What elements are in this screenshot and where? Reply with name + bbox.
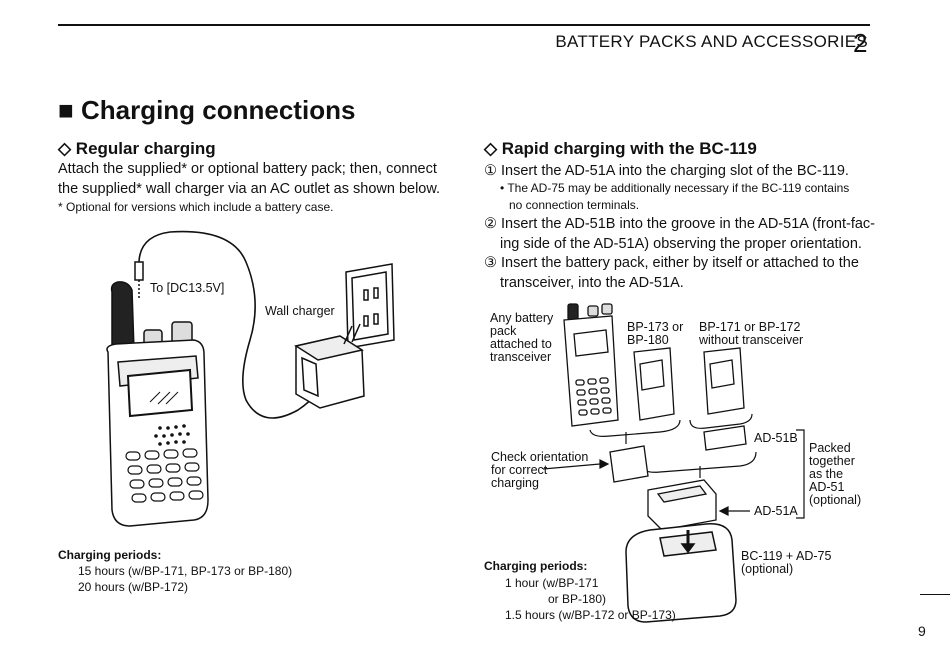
rapid-step-1: ① Insert the AD-51A into the charging sl… — [484, 163, 849, 179]
bp173-battery-illustration — [633, 347, 675, 421]
rapid-step-2-a: ② Insert the AD-51B into the groove in t… — [484, 216, 876, 232]
ad51a-label: AD-51A — [754, 504, 798, 518]
regular-charging-text-1: Attach the supplied* or optional battery… — [58, 161, 437, 177]
section-title-text: Charging connections — [80, 95, 356, 125]
regular-periods-heading: Charging periods: — [58, 548, 162, 562]
regular-charging-text-2: the supplied* wall charger via an AC out… — [58, 181, 441, 197]
bp173-label-line: BP-173 or — [627, 320, 684, 334]
rapid-step-3-a: ③ Insert the battery pack, either by its… — [484, 255, 859, 271]
rapid-period-1: 1 hour (w/BP-171 — [505, 576, 599, 590]
packed-label-line: together — [809, 454, 855, 468]
bp171-battery-illustration — [703, 347, 745, 415]
regular-charging-note: * Optional for versions which include a … — [58, 200, 334, 214]
bp171-label-line: BP-171 or BP-172 — [699, 320, 801, 334]
check-orientation-label: Check orientation for correct charging — [491, 451, 588, 490]
check-orientation-label-line: Check orientation — [491, 450, 589, 464]
packed-label-line: AD-51 — [809, 480, 845, 494]
bc119-charger-illustration — [625, 523, 737, 623]
any-battery-label-line: Any battery — [490, 311, 554, 325]
section-marker: ■ — [58, 95, 74, 125]
wall-outlet-illustration — [345, 263, 395, 349]
bp173-label-line: BP-180 — [627, 333, 669, 347]
charger-cable — [138, 230, 319, 419]
rapid-step-3-b: transceiver, into the AD-51A. — [500, 275, 684, 291]
packed-label-line: as the — [809, 467, 844, 481]
regular-period-1: 15 hours (w/BP-171, BP-173 or BP-180) — [78, 564, 293, 578]
section-title: ■ Charging connections — [58, 95, 355, 126]
any-battery-label-line: pack — [490, 324, 517, 338]
packed-label-line: (optional) — [809, 493, 862, 507]
wall-charger-label: Wall charger — [265, 304, 335, 318]
header-rule — [58, 24, 870, 26]
bc119-label: BC-119 + AD-75 (optional) — [741, 550, 831, 576]
rapid-charging-heading: ◇ Rapid charging with the BC-119 — [484, 139, 757, 158]
check-orientation-label-line: charging — [491, 476, 539, 490]
packed-together-label: Packed together as the AD-51 (optional) — [809, 442, 861, 507]
ad51a-adapter-illustration — [647, 479, 717, 531]
pointer-arrows — [542, 459, 750, 516]
chapter-number: 2 — [853, 28, 868, 58]
wall-charger-illustration — [294, 323, 365, 409]
transceiver-with-pack-illustration — [563, 303, 619, 427]
bc119-label-line: BC-119 + AD-75 — [741, 549, 832, 563]
rapid-step-2-b: ing side of the AD-51A) observing the pr… — [500, 236, 862, 252]
handheld-transceiver-illustration — [106, 261, 209, 527]
dc-jack-label: To [DC13.5V] — [150, 281, 225, 295]
any-battery-label-line: attached to — [490, 337, 552, 351]
chapter-title: BATTERY PACKS AND ACCESSORIES — [555, 32, 868, 51]
packed-bracket — [796, 429, 805, 519]
check-orientation-label-line: for correct — [491, 463, 548, 477]
rapid-step-1-note-a: • The AD-75 may be additionally necessar… — [500, 181, 850, 195]
regular-period-2: 20 hours (w/BP-172) — [78, 580, 189, 594]
footer-rule — [920, 594, 950, 595]
bc119-label-line: (optional) — [741, 562, 794, 576]
packed-label-line: Packed — [809, 441, 851, 455]
page-number: 9 — [918, 623, 926, 639]
rapid-period-2: or BP-180) — [548, 592, 607, 606]
bp171-label: BP-171 or BP-172 without transceiver — [699, 321, 803, 347]
regular-charging-heading: ◇ Regular charging — [58, 139, 216, 158]
ad51b-label: AD-51B — [754, 431, 798, 445]
any-battery-label: Any battery pack attached to transceiver — [490, 312, 553, 364]
rapid-periods-heading: Charging periods: — [484, 559, 588, 573]
ad51b-adapter-illustration — [609, 425, 747, 483]
rapid-step-1-note-b: no connection terminals. — [509, 198, 640, 212]
bp171-label-line: without transceiver — [699, 333, 804, 347]
rapid-period-3: 1.5 hours (w/BP-172 or BP-173) — [505, 608, 676, 622]
bp173-label: BP-173 or BP-180 — [627, 321, 683, 347]
any-battery-label-line: transceiver — [490, 350, 552, 364]
